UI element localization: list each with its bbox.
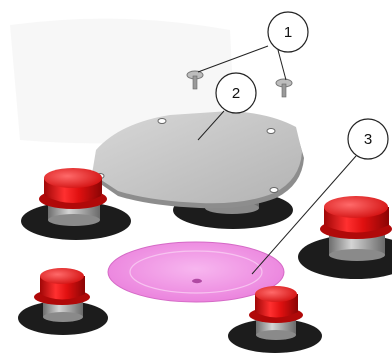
plate-hole: [269, 187, 279, 193]
red-cap-top: [255, 286, 297, 302]
plate-hole: [157, 118, 167, 124]
diaphragm: [107, 241, 285, 303]
gray-shaft-bottom: [329, 249, 385, 261]
callout-2: 2: [197, 72, 257, 141]
plate-hole: [266, 128, 276, 134]
callout-number: 1: [284, 24, 292, 41]
callout-1: 1: [197, 11, 309, 81]
screw-left: [186, 70, 204, 90]
callout-3: 3: [251, 118, 389, 275]
diaphragm-center-hole: [192, 278, 202, 284]
gray-shaft-bottom: [256, 330, 296, 340]
screw-shank: [192, 75, 198, 90]
callout-circle: [215, 72, 257, 114]
cover-plate-surface: [92, 111, 302, 204]
gray-shaft-bottom: [48, 214, 100, 226]
leader-line: [197, 45, 269, 73]
foot-right: [298, 196, 392, 279]
gray-shaft-bottom: [43, 312, 83, 322]
diaphragm-inner-ring: [129, 250, 263, 294]
leader-line: [197, 110, 225, 141]
foot-lower-left: [18, 268, 108, 335]
diaphragm-outer: [107, 241, 285, 303]
callout-number: 2: [232, 85, 240, 102]
foot-upper-left: [21, 168, 131, 240]
background-shadow: [10, 18, 235, 144]
callout-circle: [347, 118, 389, 160]
callout-number: 3: [364, 131, 372, 148]
red-cap-top: [40, 268, 84, 284]
foot-lower-right: [228, 286, 322, 353]
callout-circle: [267, 11, 309, 53]
leader-line: [251, 155, 357, 275]
red-cap-top: [324, 196, 388, 218]
red-cap-top: [44, 168, 102, 188]
cover-plate: [92, 111, 304, 209]
screw-right: [275, 78, 293, 98]
leader-line: [277, 49, 287, 81]
screw-shank: [281, 83, 287, 98]
